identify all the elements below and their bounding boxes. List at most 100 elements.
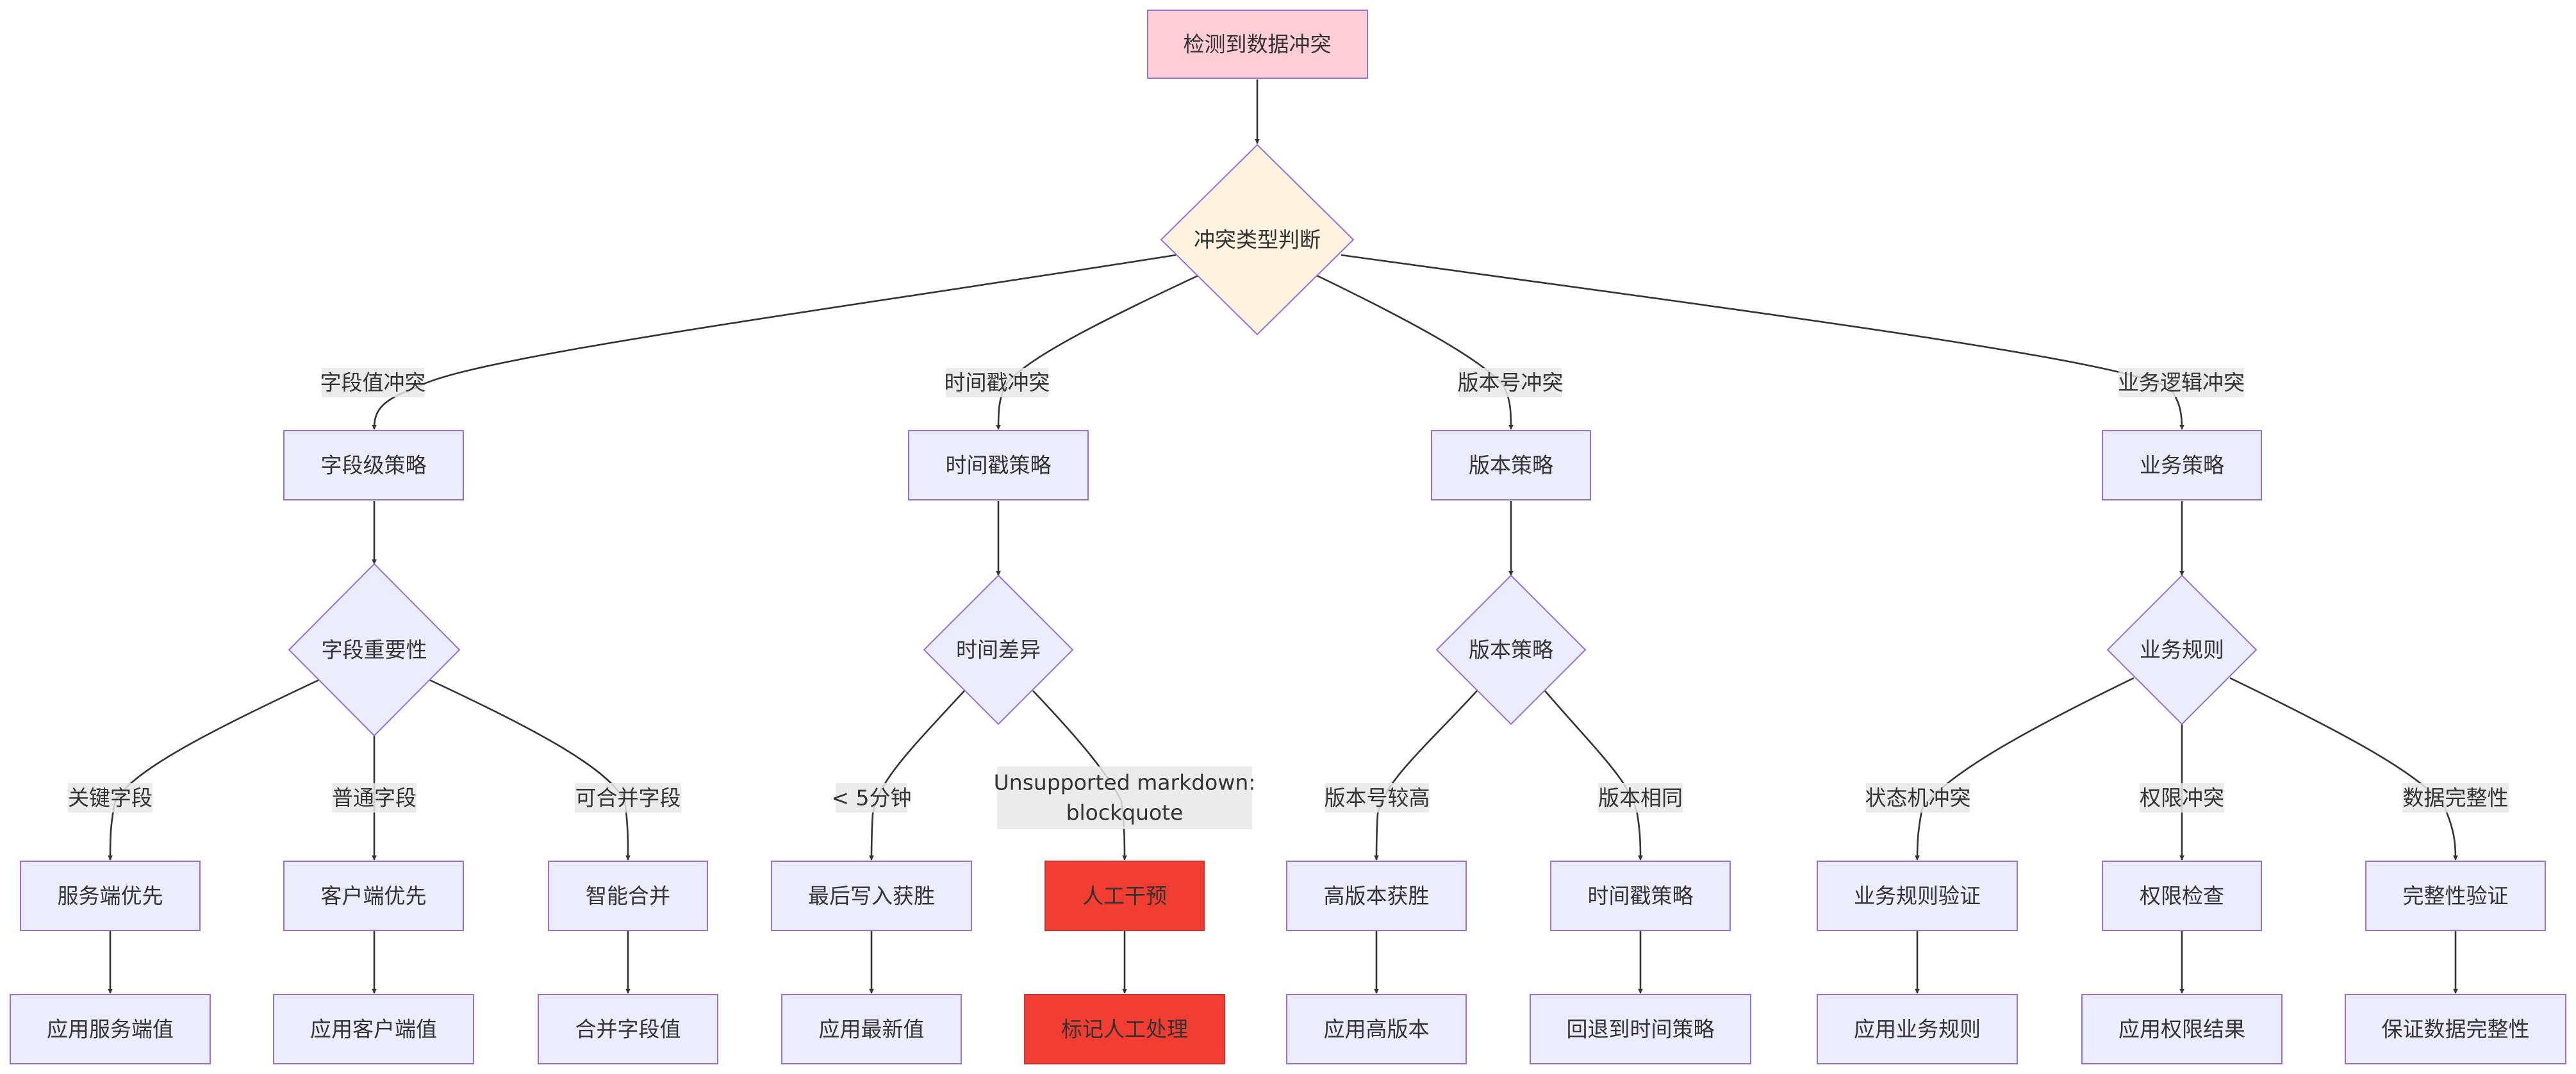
svg-text:最后写入获胜: 最后写入获胜 [808, 884, 935, 909]
svg-text:回退到时间策略: 回退到时间策略 [1567, 1017, 1715, 1042]
svg-text:版本策略: 版本策略 [1469, 453, 1553, 478]
svg-text:应用业务规则: 应用业务规则 [1854, 1017, 1981, 1042]
svg-text:高版本获胜: 高版本获胜 [1324, 884, 1430, 909]
node-fallback-to-time-strategy[interactable]: 回退到时间策略 [1530, 994, 1751, 1064]
svg-text:数据完整性: 数据完整性 [2403, 786, 2509, 811]
node-higher-version-wins[interactable]: 高版本获胜 [1286, 861, 1467, 931]
node-manual-intervention[interactable]: 人工干预 [1044, 861, 1205, 931]
edge-label-mergeable-field: 可合并字段 [575, 783, 681, 813]
edge-type-to-timestamp [996, 274, 1199, 430]
edge-label-business-logic-conflict: 业务逻辑冲突 [2118, 368, 2245, 397]
node-apply-higher-version[interactable]: 应用高版本 [1286, 994, 1467, 1064]
edge-label-version-conflict: 版本号冲突 [1458, 368, 1564, 397]
svg-text:blockquote: blockquote [1066, 800, 1184, 825]
edge-label-same-version: 版本相同 [1598, 783, 1683, 813]
node-business-rule-validation[interactable]: 业务规则验证 [1817, 861, 2018, 931]
svg-text:时间戳冲突: 时间戳冲突 [945, 370, 1050, 395]
svg-text:版本号冲突: 版本号冲突 [1458, 370, 1564, 395]
edge-labels: 字段值冲突 时间戳冲突 版本号冲突 业务逻辑冲突 关键字段 普通字段 可合并字段 [68, 368, 2509, 829]
decision-business-rules[interactable]: 业务规则 [2106, 574, 2258, 725]
svg-text:版本相同: 版本相同 [1598, 786, 1683, 811]
decision-field-importance[interactable]: 字段重要性 [288, 563, 461, 737]
edge-type-to-business [1341, 254, 2184, 430]
decision-time-diff[interactable]: 时间差异 [923, 574, 1074, 725]
svg-text:应用高版本: 应用高版本 [1324, 1017, 1430, 1042]
svg-text:时间差异: 时间差异 [956, 638, 1041, 663]
node-timestamp-strategy[interactable]: 时间戳策略 [908, 430, 1089, 500]
svg-text:合并字段值: 合并字段值 [575, 1017, 681, 1042]
node-server-wins[interactable]: 服务端优先 [20, 861, 201, 931]
svg-text:权限冲突: 权限冲突 [2140, 786, 2224, 811]
svg-text:冲突类型判断: 冲突类型判断 [1194, 227, 1321, 252]
svg-text:版本号较高: 版本号较高 [1325, 786, 1430, 811]
svg-text:保证数据完整性: 保证数据完整性 [2382, 1017, 2530, 1042]
node-business-strategy[interactable]: 业务策略 [2102, 430, 2262, 500]
node-version-strategy[interactable]: 版本策略 [1431, 430, 1591, 500]
node-fallback-timestamp-strategy[interactable]: 时间戳策略 [1550, 861, 1731, 931]
svg-text:可合并字段: 可合并字段 [575, 786, 681, 811]
svg-text:应用权限结果: 应用权限结果 [2118, 1017, 2245, 1042]
edge-type-to-field [372, 254, 1177, 430]
svg-text:完整性验证: 完整性验证 [2403, 884, 2509, 909]
edge-label-permission-conflict: 权限冲突 [2140, 783, 2224, 813]
svg-text:Unsupported markdown:: Unsupported markdown: [994, 770, 1256, 795]
svg-text:时间戳策略: 时间戳策略 [1588, 884, 1694, 909]
node-last-write-wins[interactable]: 最后写入获胜 [771, 861, 972, 931]
svg-text:时间戳策略: 时间戳策略 [946, 453, 1052, 478]
node-permission-check[interactable]: 权限检查 [2102, 861, 2262, 931]
node-apply-client-value[interactable]: 应用客户端值 [273, 994, 474, 1064]
edge-type-to-version [1316, 274, 1514, 430]
node-apply-permission-result[interactable]: 应用权限结果 [2081, 994, 2283, 1064]
edge-vdecision-to-higher [1374, 690, 1478, 861]
node-mark-manual-processing[interactable]: 标记人工处理 [1024, 994, 1225, 1064]
edge-label-higher-version: 版本号较高 [1325, 783, 1430, 813]
edge-rules-to-integrity [2229, 677, 2458, 861]
node-client-wins[interactable]: 客户端优先 [283, 861, 464, 931]
svg-text:客户端优先: 客户端优先 [321, 884, 427, 909]
node-merge-field-values[interactable]: 合并字段值 [538, 994, 718, 1064]
node-smart-merge[interactable]: 智能合并 [548, 861, 708, 931]
svg-text:应用最新值: 应用最新值 [819, 1017, 925, 1042]
node-apply-server-value[interactable]: 应用服务端值 [10, 994, 211, 1064]
edge-diff-to-lastwrite [869, 690, 965, 861]
node-ensure-data-integrity[interactable]: 保证数据完整性 [2345, 994, 2566, 1064]
svg-text:服务端优先: 服务端优先 [58, 884, 163, 909]
node-integrity-validation[interactable]: 完整性验证 [2365, 861, 2546, 931]
edge-label-field-value-conflict: 字段值冲突 [320, 368, 426, 397]
svg-text:业务规则: 业务规则 [2140, 638, 2224, 663]
decision-conflict-type[interactable]: 冲突类型判断 [1160, 144, 1355, 336]
edge-importance-to-merge [427, 678, 631, 861]
svg-text:应用客户端值: 应用客户端值 [310, 1017, 437, 1042]
svg-text:字段重要性: 字段重要性 [322, 638, 427, 663]
edge-label-timestamp-conflict: 时间戳冲突 [945, 368, 1050, 397]
edge-label-unsupported-markdown: Unsupported markdown: blockquote [994, 766, 1256, 829]
svg-text:关键字段: 关键字段 [68, 786, 153, 811]
svg-text:标记人工处理: 标记人工处理 [1061, 1017, 1188, 1042]
edge-vdecision-to-fallback-ts [1544, 690, 1643, 861]
svg-text:应用服务端值: 应用服务端值 [47, 1017, 174, 1042]
edge-label-data-integrity: 数据完整性 [2402, 783, 2509, 813]
svg-text:检测到数据冲突: 检测到数据冲突 [1184, 32, 1332, 57]
node-apply-latest-value[interactable]: 应用最新值 [781, 994, 962, 1064]
svg-text:字段级策略: 字段级策略 [321, 453, 427, 478]
edge-label-key-field: 关键字段 [68, 783, 153, 813]
node-field-strategy[interactable]: 字段级策略 [283, 430, 464, 500]
svg-text:字段值冲突: 字段值冲突 [320, 370, 426, 395]
decision-version[interactable]: 版本策略 [1435, 574, 1587, 725]
edge-rules-to-statemachine [1915, 677, 2134, 861]
node-start[interactable]: 检测到数据冲突 [1147, 10, 1368, 79]
edge-label-state-machine-conflict: 状态机冲突 [1865, 783, 1971, 813]
edge-importance-to-server [108, 678, 321, 861]
edge-label-under-5-minutes: < 5分钟 [831, 783, 912, 813]
node-apply-business-rules[interactable]: 应用业务规则 [1817, 994, 2018, 1064]
svg-text:版本策略: 版本策略 [1469, 638, 1553, 663]
edge-label-normal-field: 普通字段 [332, 783, 417, 813]
svg-text:业务逻辑冲突: 业务逻辑冲突 [2118, 370, 2245, 395]
nodes: 检测到数据冲突 冲突类型判断 字段级策略 时间戳策略 版本策略 业务策略 字段重… [10, 10, 2566, 1064]
svg-text:智能合并: 智能合并 [586, 884, 670, 909]
svg-text:业务策略: 业务策略 [2140, 453, 2224, 478]
svg-text:< 5分钟: < 5分钟 [831, 786, 911, 811]
svg-text:人工干预: 人工干预 [1082, 884, 1167, 909]
svg-text:普通字段: 普通字段 [332, 786, 417, 811]
